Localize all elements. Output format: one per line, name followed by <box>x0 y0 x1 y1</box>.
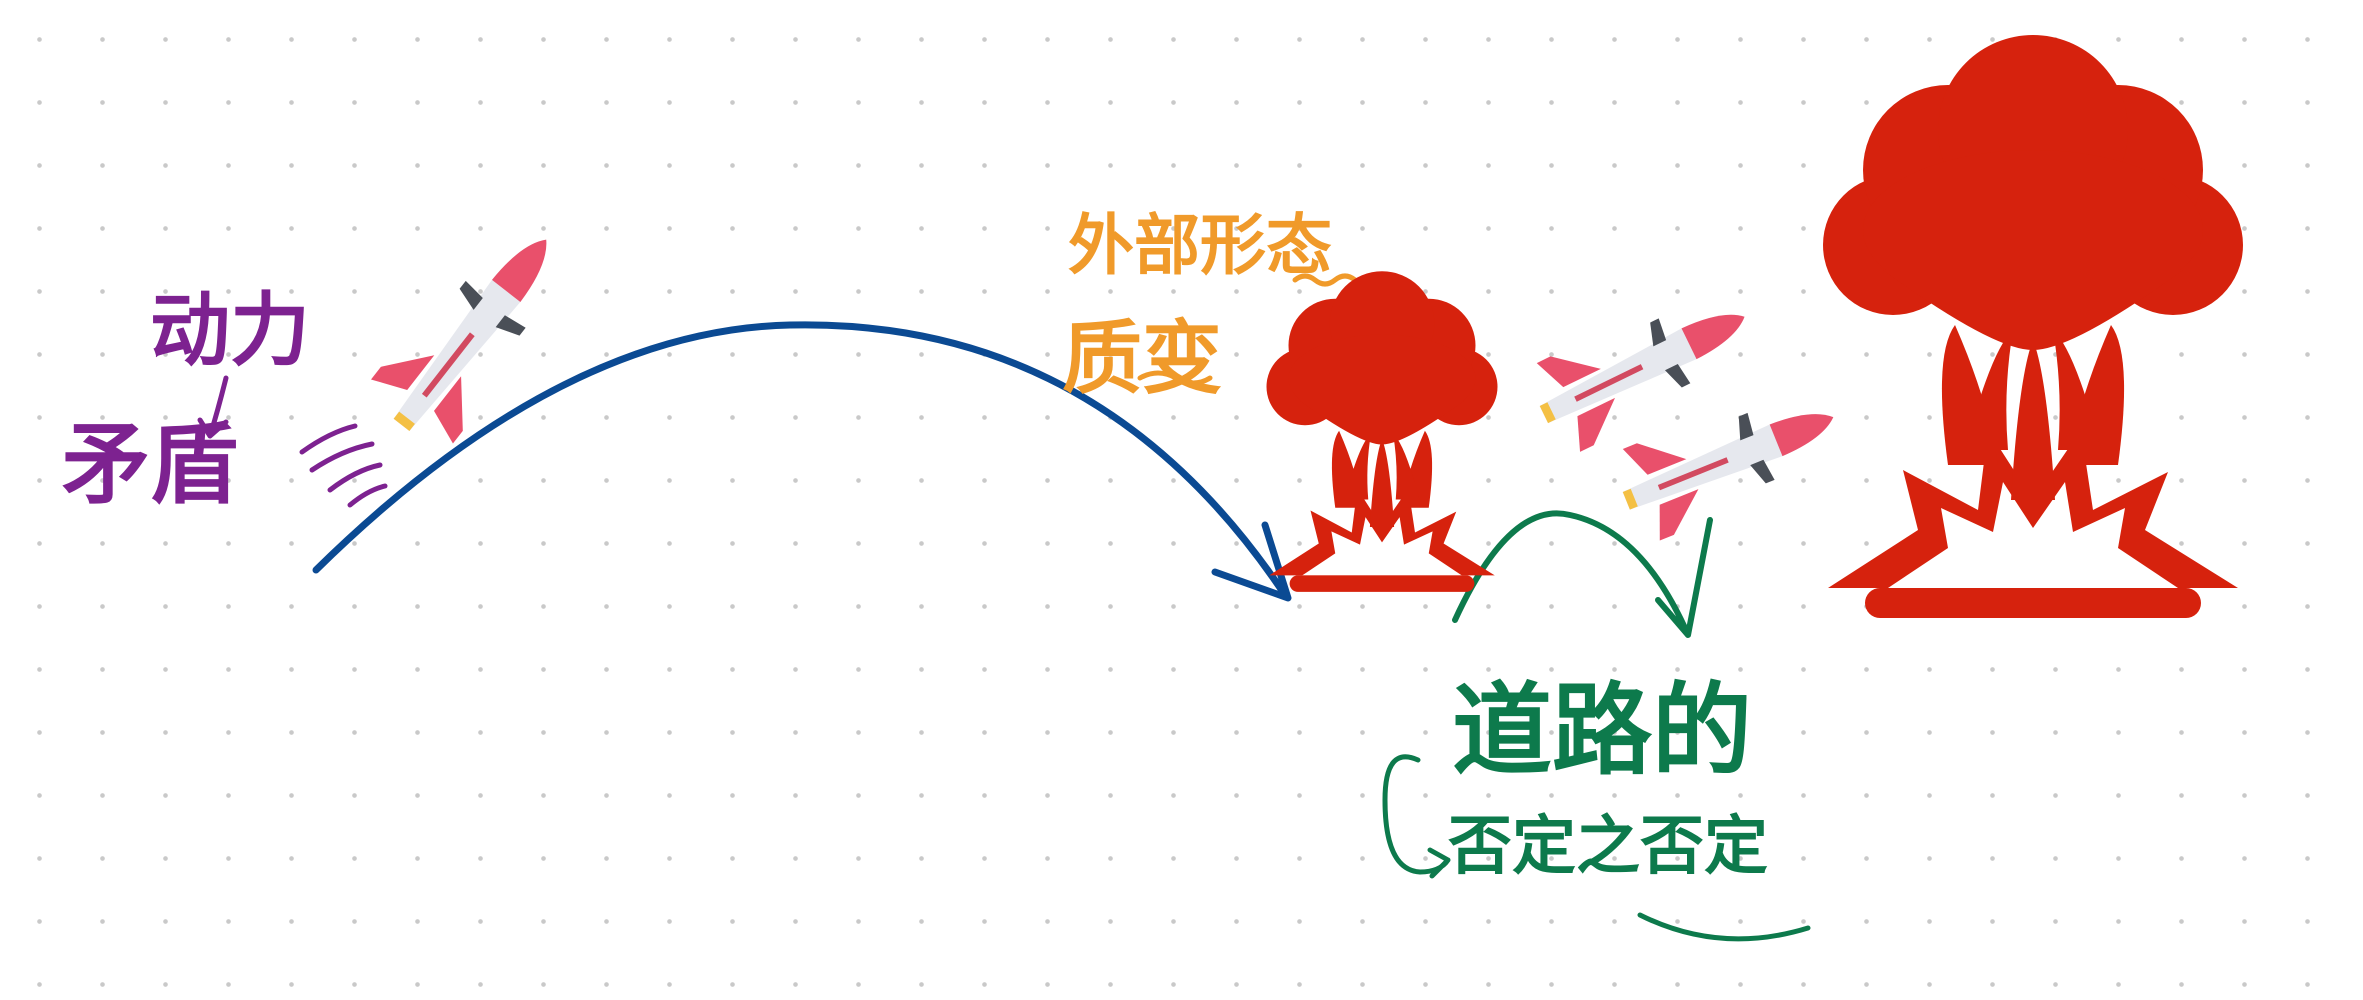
explosion-icon <box>1266 271 1498 592</box>
orange-squiggle <box>1292 273 1358 287</box>
rocket-icon <box>360 207 588 457</box>
annotation-negation-of-negation: 否定之否定 <box>1448 809 1768 884</box>
annotation-qualitative-change: 质变 <box>1062 311 1222 405</box>
loop-arrow <box>1382 754 1451 879</box>
underline-stroke <box>1637 912 1811 942</box>
purple-link-arrow <box>197 375 229 439</box>
explosion-icon <box>1823 35 2243 618</box>
annotation-driving-force: 动力 <box>150 283 310 377</box>
launch-streaks <box>299 423 388 508</box>
cycle-arrow <box>1452 510 1713 638</box>
trajectory-arrow <box>312 321 1292 602</box>
annotation-external-form: 外部形态 <box>1068 206 1332 284</box>
rocket-icon <box>1607 371 1852 547</box>
rocket-icon <box>1522 272 1767 459</box>
annotation-path-of: 道路的 <box>1452 671 1752 789</box>
orange-squiggle <box>1137 370 1213 386</box>
annotation-contradiction: 矛盾 <box>62 412 239 516</box>
